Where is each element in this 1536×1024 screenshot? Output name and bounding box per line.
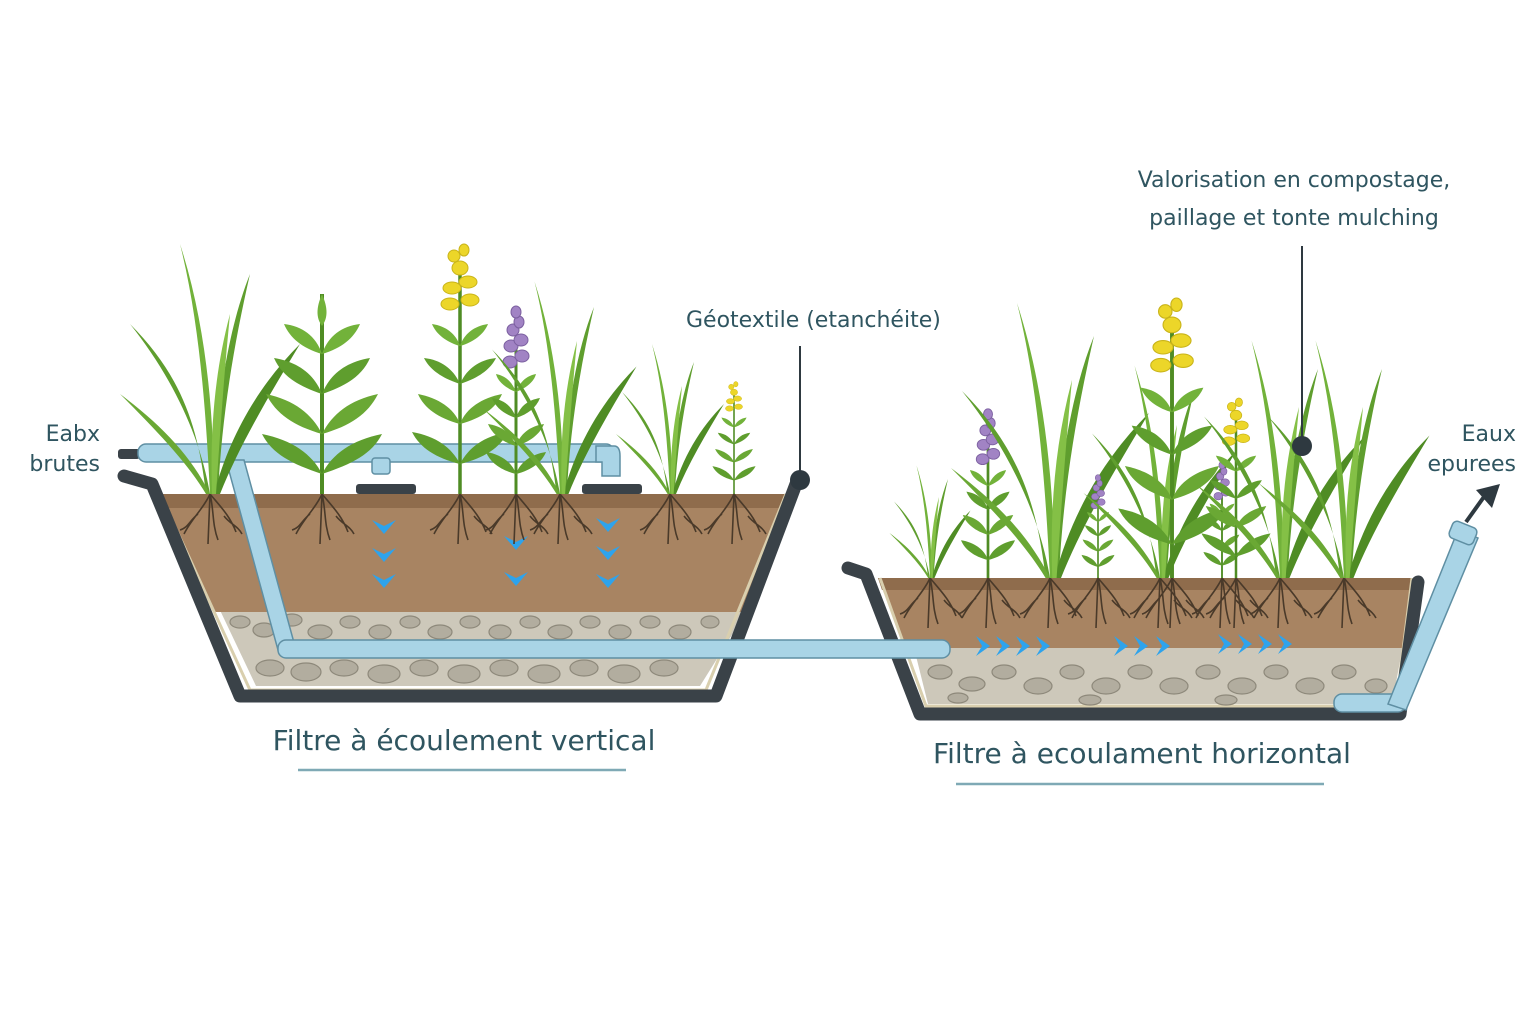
outlet-riser-pipe bbox=[1387, 529, 1479, 711]
vertical-filter-basin bbox=[117, 469, 803, 703]
purple-flower-plant bbox=[959, 407, 1017, 580]
outlet-label: Eaux epurees bbox=[1400, 420, 1516, 480]
grass-plant bbox=[889, 465, 971, 578]
horizontal-flow-arrows bbox=[976, 634, 1292, 656]
horizontal-filter-title: Filtre à ecoulament horizontal bbox=[933, 737, 1351, 770]
horizontal-filter-gravel-layer bbox=[912, 640, 1404, 704]
valorisation-callout bbox=[1292, 246, 1312, 456]
horizontal-filter-soil-surface bbox=[878, 578, 1412, 590]
distribution-pipe-elbow bbox=[595, 445, 621, 477]
vertical-filter-soil-layer bbox=[160, 494, 786, 612]
horizontal-filter-gravel-stones bbox=[927, 664, 1388, 706]
outlet-label-line2: epurees bbox=[1427, 452, 1516, 477]
grass-plant bbox=[616, 344, 724, 494]
geotextile-label: Géotextile (etanchéite) bbox=[686, 308, 941, 333]
outlet-arrow bbox=[1464, 484, 1500, 524]
valorisation-label-line1: Valorisation en compostage, bbox=[1137, 168, 1451, 193]
vertical-filter-liner bbox=[117, 469, 803, 703]
inlet-label-line1: Eabx bbox=[45, 422, 100, 447]
inlet-pipe-stub bbox=[118, 449, 140, 459]
inlet-label-line2: brutes bbox=[29, 452, 100, 477]
yellow-flower-plant bbox=[711, 380, 757, 495]
distribution-cap-right bbox=[582, 484, 642, 494]
distribution-nozzle bbox=[371, 457, 391, 475]
vertical-flow-arrows bbox=[372, 518, 620, 588]
leafy-plant bbox=[260, 292, 384, 496]
valorisation-label-line2: paillage et tonte mulching bbox=[1149, 206, 1439, 231]
outlet-riser-cap bbox=[1448, 520, 1478, 546]
purple-flower-plant bbox=[1080, 473, 1116, 579]
geotextile-callout bbox=[790, 346, 810, 490]
outlet-label-line1: Eaux bbox=[1461, 422, 1516, 447]
valorisation-label: Valorisation en compostage, paillage et … bbox=[1096, 166, 1492, 234]
collector-pipe bbox=[277, 639, 951, 659]
vertical-filter-title: Filtre à écoulement vertical bbox=[272, 724, 656, 757]
vertical-filter-gravel-stones bbox=[229, 613, 720, 684]
distribution-cap-left bbox=[356, 484, 416, 494]
inlet-label: Eabx brutes bbox=[8, 420, 100, 480]
